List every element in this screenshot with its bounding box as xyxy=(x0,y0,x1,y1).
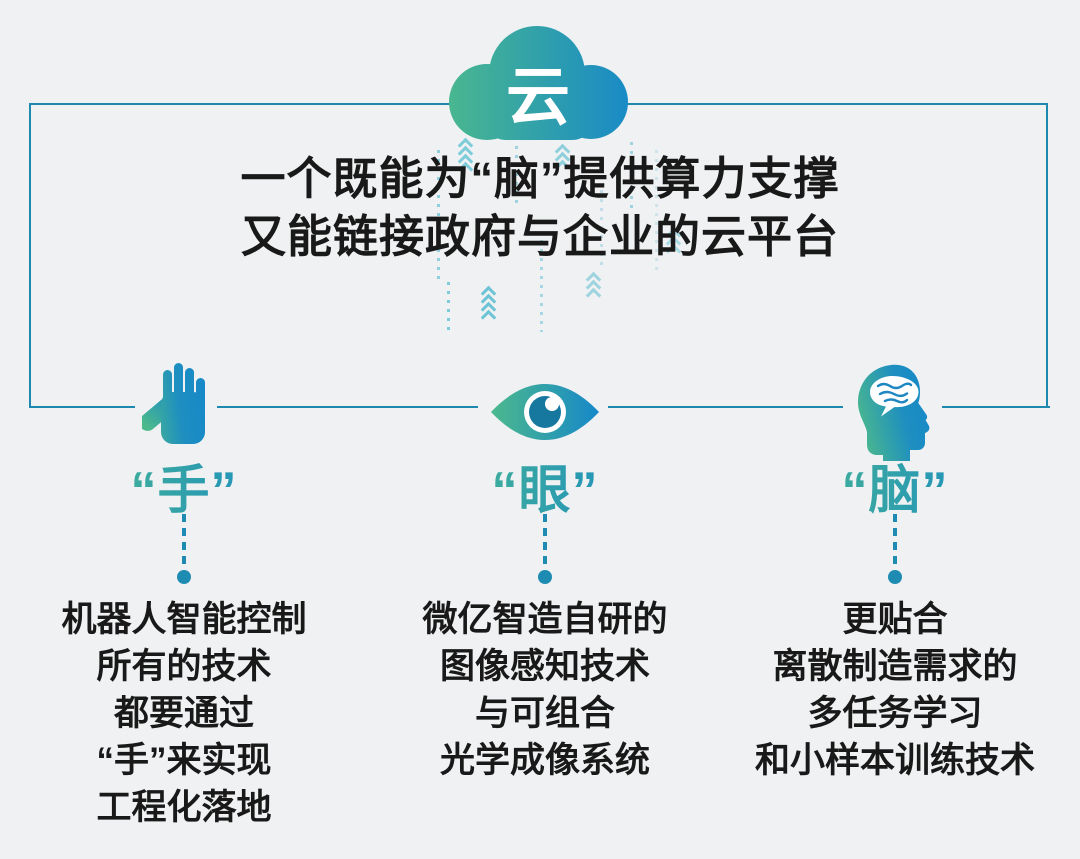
frame-bottom-segment xyxy=(29,406,135,408)
brain-line: 离散制造需求的 xyxy=(772,647,1018,686)
eye-title: “眼” xyxy=(365,448,725,523)
dashed-connector xyxy=(182,514,186,568)
cloud-label: 云 xyxy=(506,61,572,133)
hand-description: 机器人智能控制 所有的技术 都要通过 “手”来实现 工程化落地 xyxy=(4,596,364,831)
frame-bottom-segment xyxy=(608,406,843,408)
column-eye: “眼” 微亿智造自研的 图像感知技术 与可组合 光学成像系统 xyxy=(365,356,725,856)
brain-line: 多任务学习 xyxy=(807,694,983,733)
eye-line: 光学成像系统 xyxy=(439,741,650,780)
hand-line: 工程化落地 xyxy=(96,788,272,827)
hand-title: “手” xyxy=(4,448,364,523)
column-hand: “手” 机器人智能控制 所有的技术 都要通过 “手”来实现 工程化落地 xyxy=(4,356,364,856)
eye-line: 微亿智造自研的 xyxy=(422,600,668,639)
connector-dot xyxy=(538,570,552,584)
column-brain: “脑” 更贴合 离散制造需求的 多任务学习 和小样本训练技术 xyxy=(705,356,1080,856)
headline-line-2: 又能链接政府与企业的云平台 xyxy=(240,211,839,262)
brain-description: 更贴合 离散制造需求的 多任务学习 和小样本训练技术 xyxy=(705,596,1080,784)
eye-line: 图像感知技术 xyxy=(439,647,650,686)
headline-line-1: 一个既能为“脑”提供算力支撑 xyxy=(240,153,840,204)
headline: 一个既能为“脑”提供算力支撑 又能链接政府与企业的云平台 xyxy=(0,150,1080,266)
dashed-connector xyxy=(893,514,897,568)
eye-icon xyxy=(489,383,601,446)
brain-line: 和小样本训练技术 xyxy=(754,741,1035,780)
connector-dot xyxy=(177,570,191,584)
connector-dot xyxy=(888,570,902,584)
hand-line: “手”来实现 xyxy=(96,741,272,780)
hand-line: 所有的技术 xyxy=(96,647,272,686)
brain-line: 更贴合 xyxy=(842,600,948,639)
frame-bottom-segment xyxy=(217,406,478,408)
eye-line: 与可组合 xyxy=(474,694,615,733)
hand-line: 机器人智能控制 xyxy=(61,600,307,639)
hand-icon xyxy=(139,360,210,451)
brain-title: “脑” xyxy=(705,448,1080,523)
dashed-connector xyxy=(543,514,547,568)
frame-bottom-segment xyxy=(942,406,1050,408)
hand-line: 都要通过 xyxy=(113,694,254,733)
cloud-icon: 云 xyxy=(425,16,653,140)
cloud-shape xyxy=(449,26,628,140)
eye-description: 微亿智造自研的 图像感知技术 与可组合 光学成像系统 xyxy=(365,596,725,784)
brain-icon xyxy=(854,364,936,467)
